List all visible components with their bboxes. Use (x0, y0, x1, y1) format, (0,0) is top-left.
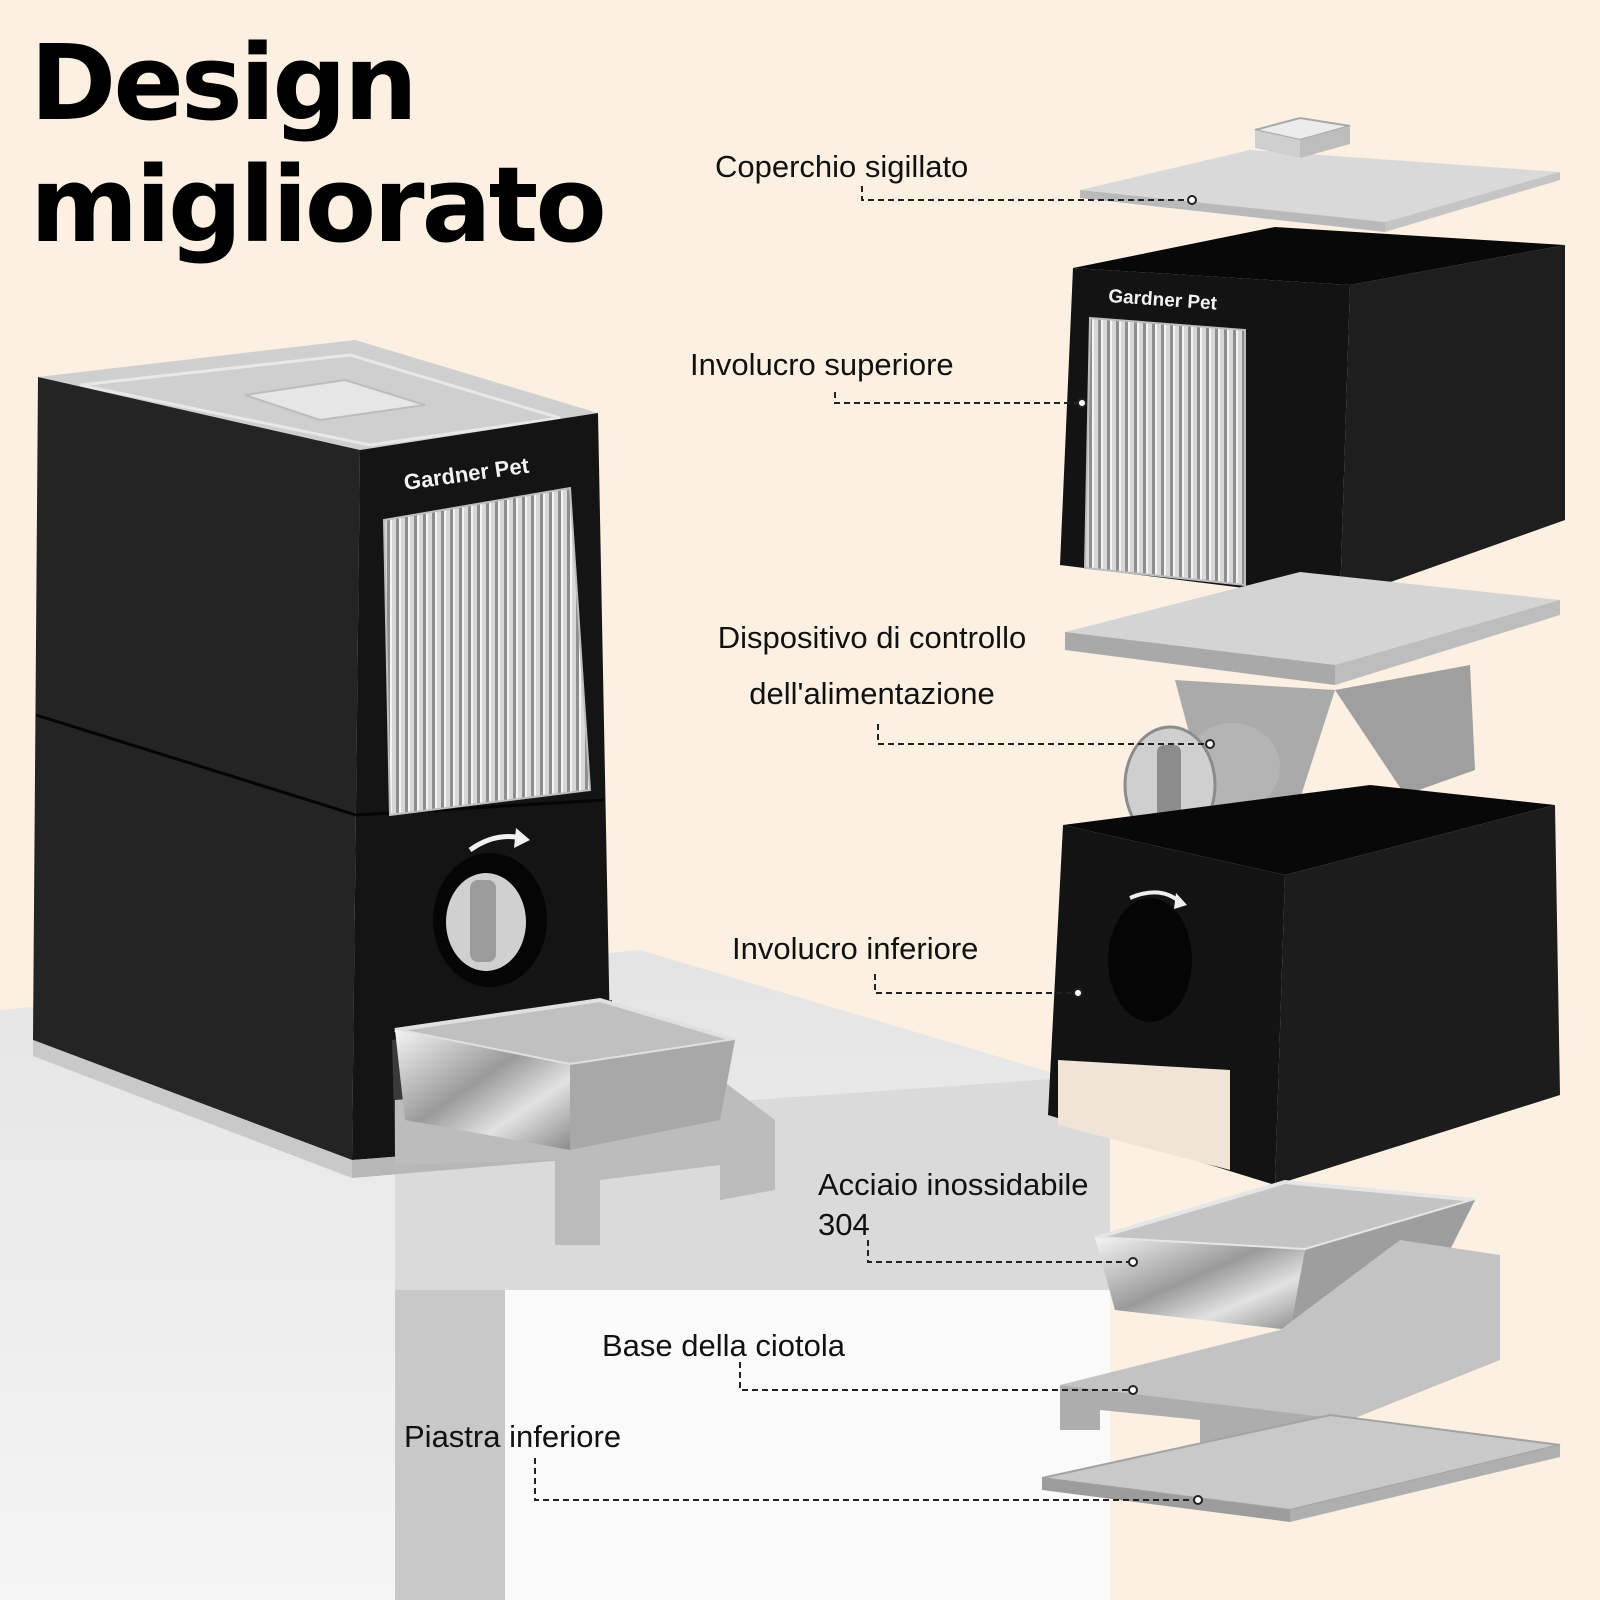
callout-bottom-plate: Piastra inferiore (404, 1419, 622, 1454)
callout-leader-lines (534, 186, 1215, 1505)
callout-lower-housing: Involucro inferiore (732, 931, 979, 966)
callout-sealed-lid: Coperchio sigillato (715, 149, 969, 184)
callout-feed-control-device: Dispositivo di controllo dell'alimentazi… (682, 618, 1062, 714)
callout-bowl-base: Base della ciotola (602, 1328, 845, 1363)
callout-steel-line-1: Acciaio inossidabile (818, 1167, 1089, 1202)
headline-line-1: Design (30, 22, 418, 144)
callout-upper-housing: Involucro superiore (690, 347, 954, 382)
headline: Design migliorato (30, 22, 607, 266)
callout-feed-control-line-1: Dispositivo di controllo (717, 620, 1027, 655)
assembled-feeder-illustration: Gardner Pet (33, 340, 775, 1245)
exploded-view-illustration: Gardner Pet (1041, 116, 1565, 1522)
callout-steel-line-2: 304 (818, 1207, 870, 1242)
callout-stainless-steel: Acciaio inossidabile 304 (818, 1165, 1089, 1245)
headline-line-2: migliorato (30, 144, 607, 266)
callout-feed-control-line-2: dell'alimentazione (749, 676, 995, 711)
